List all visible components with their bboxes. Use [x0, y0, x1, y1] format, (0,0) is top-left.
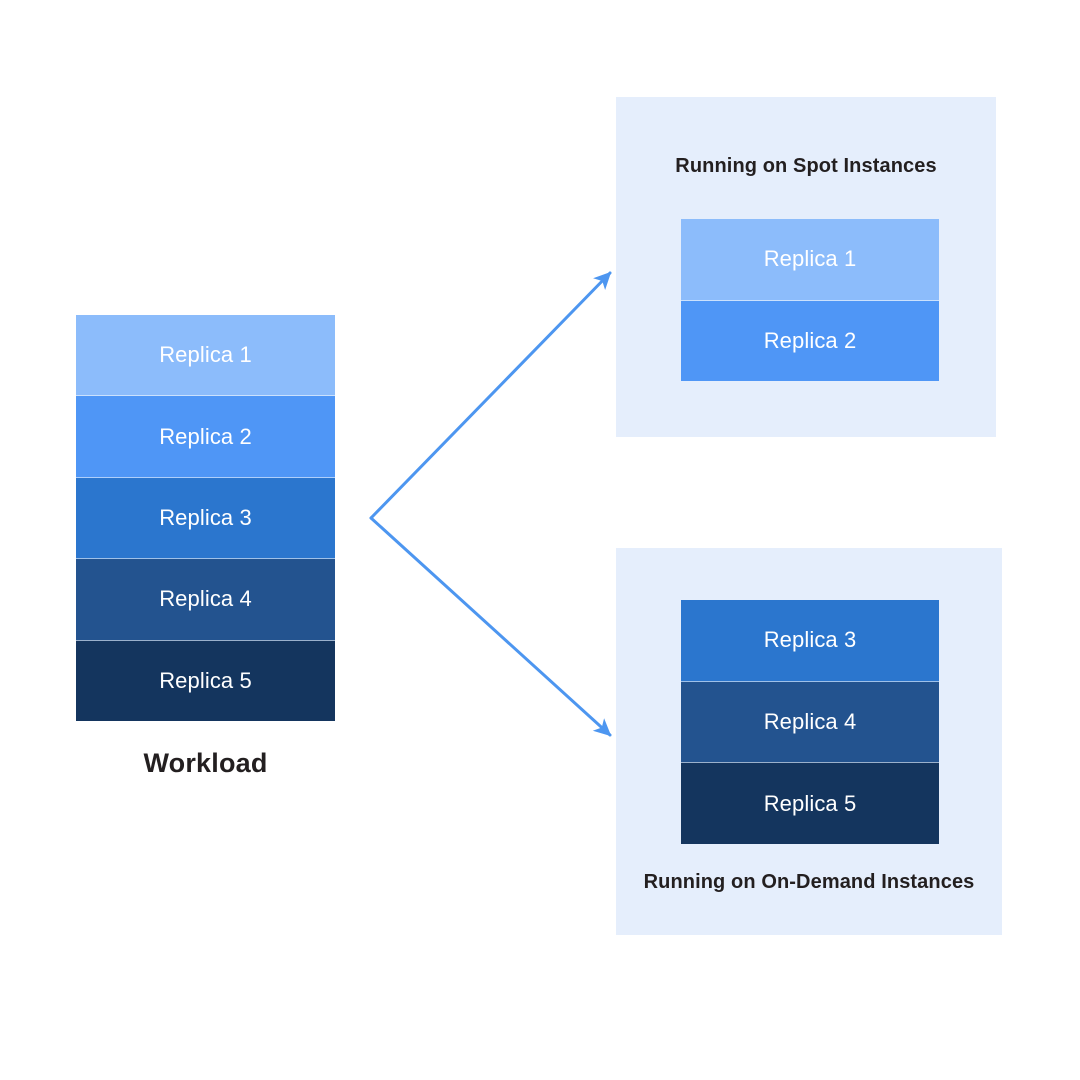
replica-label: Replica 2: [159, 423, 252, 449]
workload-replica-3[interactable]: Replica 3: [76, 477, 335, 560]
replica-label: Replica 5: [159, 667, 252, 693]
ondemand-replica-5[interactable]: Replica 5: [681, 763, 939, 845]
spot-replica-2[interactable]: Replica 2: [681, 300, 939, 381]
arrow-to-ondemand-line: [369, 516, 612, 737]
workload-stack: Replica 1 Replica 2 Replica 3 Replica 4 …: [76, 315, 335, 722]
ondemand-replica-4[interactable]: Replica 4: [681, 681, 939, 764]
replica-label: Replica 2: [763, 327, 857, 353]
arrow-to-spot-line: [369, 271, 612, 520]
replica-label: Replica 4: [763, 709, 857, 734]
replica-label: Replica 5: [763, 790, 857, 816]
replica-label: Replica 1: [159, 342, 252, 368]
replica-label: Replica 4: [159, 586, 252, 612]
ondemand-replica-3[interactable]: Replica 3: [681, 600, 939, 682]
workload-replica-4[interactable]: Replica 4: [76, 559, 335, 641]
panel-spot-title: Running on Spot Instances: [675, 155, 937, 177]
replica-label: Replica 1: [763, 246, 857, 272]
workload-replica-2[interactable]: Replica 2: [76, 396, 335, 478]
spot-replica-1[interactable]: Replica 1: [681, 219, 939, 301]
workload-caption: Workload: [143, 748, 268, 778]
workload-replica-1[interactable]: Replica 1: [76, 315, 335, 397]
spot-replica-stack: Replica 1 Replica 2: [681, 219, 939, 381]
panel-ondemand-title: Running on On-Demand Instances: [643, 871, 975, 893]
replica-label: Replica 3: [763, 627, 857, 653]
workload-replica-5[interactable]: Replica 5: [76, 640, 335, 722]
replica-label: Replica 3: [159, 505, 252, 531]
ondemand-replica-stack: Replica 3 Replica 4 Replica 5: [681, 600, 939, 845]
